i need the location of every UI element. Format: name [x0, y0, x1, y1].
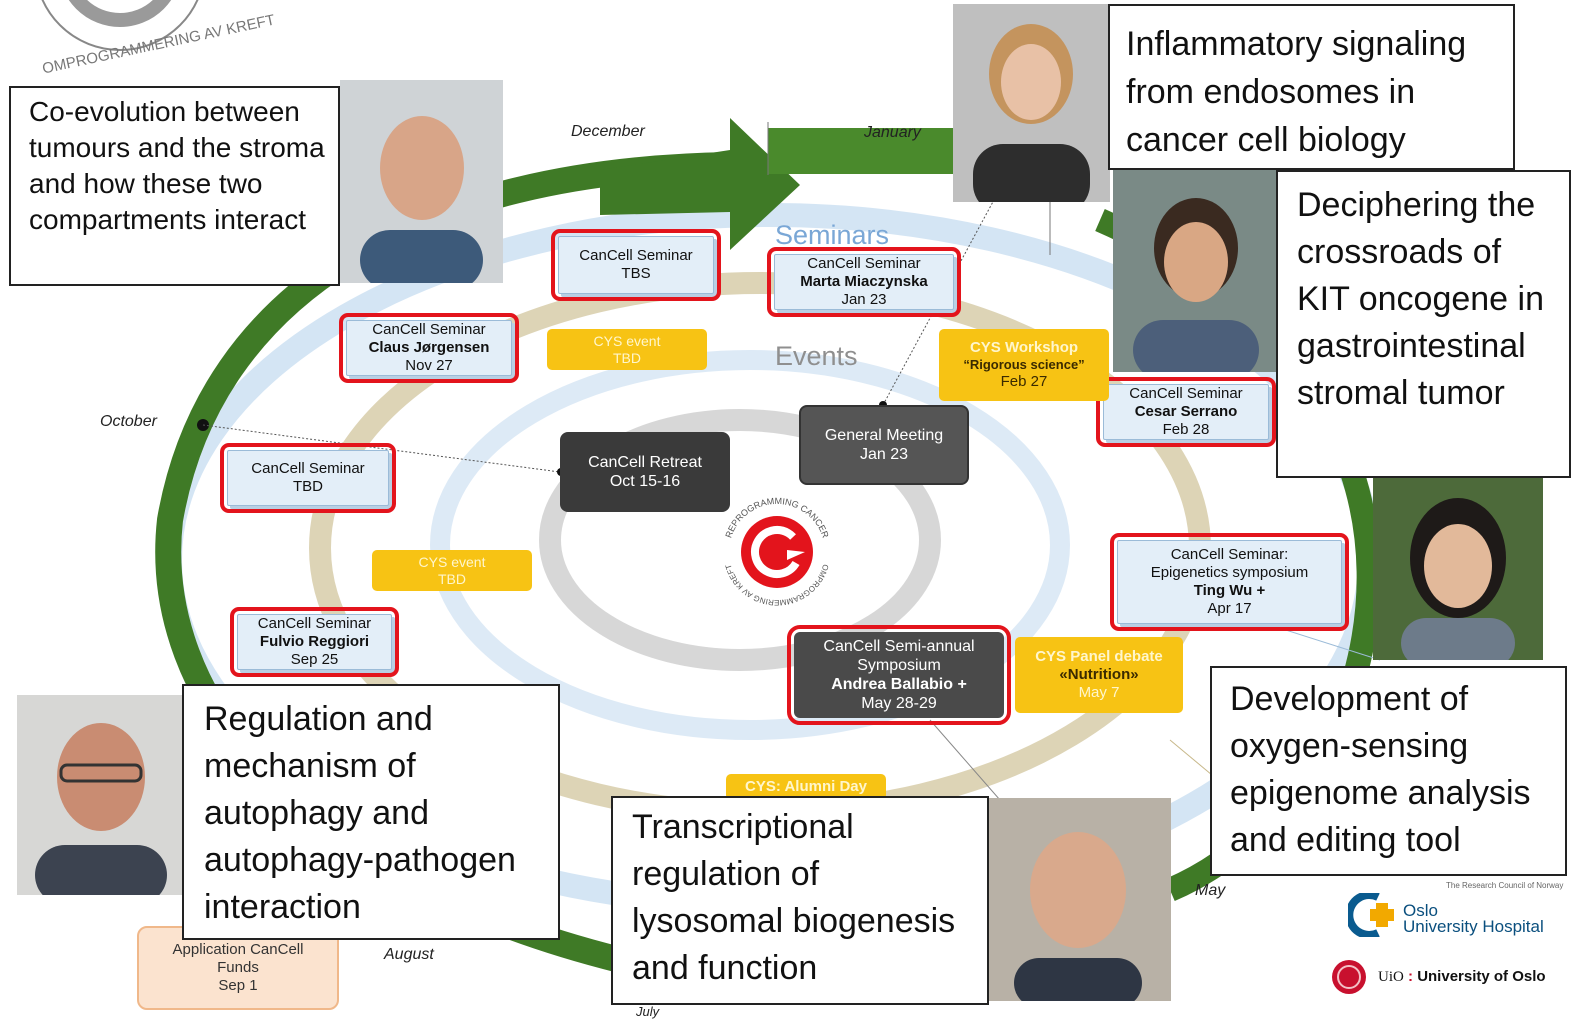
partial-logo: [41, 0, 199, 51]
semi-annual-symposium: CanCell Semi-annual Symposium Andrea Bal…: [787, 625, 1011, 725]
photo-fulvio-reggiori: [17, 695, 185, 895]
photo-marta-miaczynska: [953, 4, 1110, 202]
month-july: July: [636, 1004, 660, 1019]
cys-alumni-day: CYS: Alumni Day: [726, 774, 886, 800]
seminar-cesar: CanCell Seminar Cesar Serrano Feb 28: [1096, 377, 1276, 447]
caption-transcriptional: Transcriptional regulation of lysosomal …: [611, 796, 989, 1005]
photo-claus-jorgensen: [340, 80, 503, 283]
seminars-label: Seminars: [775, 220, 890, 250]
seminar-fulvio: CanCell Seminar Fulvio Reggiori Sep 25: [230, 607, 399, 677]
ous-name: Oslo University Hospital: [1403, 901, 1544, 936]
cancell-retreat: CanCell Retreat Oct 15-16: [560, 432, 730, 512]
research-council-text: The Research Council of Norway: [1446, 881, 1564, 890]
seminar-ting: CanCell Seminar: Epigenetics symposium T…: [1110, 533, 1349, 631]
timeline-arrow: [600, 118, 800, 250]
cys-event-1: CYS event TBD: [547, 329, 707, 370]
caption-autophagy: Regulation and mechanism of autophagy an…: [182, 684, 560, 940]
caption-oxygen: Development of oxygen-sensing epigenome …: [1210, 666, 1567, 876]
caption-coevolution: Co-evolution between tumours and the str…: [9, 86, 340, 286]
caption-inflammatory: Inflammatory signaling from endosomes in…: [1108, 4, 1515, 170]
month-january: January: [864, 124, 921, 141]
seminar-tbd: CanCell Seminar TBD: [220, 443, 396, 513]
photo-andrea-ballabio: [986, 798, 1171, 1001]
uio-name: UiO : University of Oslo: [1378, 968, 1546, 985]
general-meeting: General Meeting Jan 23: [799, 405, 969, 485]
seminar-claus: CanCell Seminar Claus Jørgensen Nov 27: [339, 313, 519, 383]
month-may: May: [1195, 882, 1226, 899]
caption-deciphering: Deciphering the crossroads of KIT oncoge…: [1276, 170, 1571, 478]
month-december: December: [571, 123, 645, 140]
application-funds: Application CanCell Funds Sep 1: [137, 926, 339, 1010]
cys-event-2: CYS event TBD: [372, 550, 532, 591]
seminar-tbs: CanCell Seminar TBS: [551, 229, 721, 301]
photo-cesar-serrano: [1113, 170, 1279, 372]
events-label: Events: [775, 341, 858, 371]
month-august: August: [384, 946, 434, 963]
uio-seal-icon: [1332, 960, 1366, 994]
reprogramming-cancer-logo: REPROGRAMMING CANCER OMPROGRAMMERING AV …: [723, 496, 831, 607]
photo-ting-wu: [1373, 478, 1543, 660]
cys-workshop: CYS Workshop “Rigorous science” Feb 27: [939, 329, 1109, 401]
seminar-marta: CanCell Seminar Marta Miaczynska Jan 23: [767, 247, 961, 317]
ous-logo-icon: [1348, 893, 1394, 937]
cys-panel-debate: CYS Panel debate «Nutrition» May 7: [1015, 637, 1183, 713]
month-october: October: [100, 413, 157, 430]
